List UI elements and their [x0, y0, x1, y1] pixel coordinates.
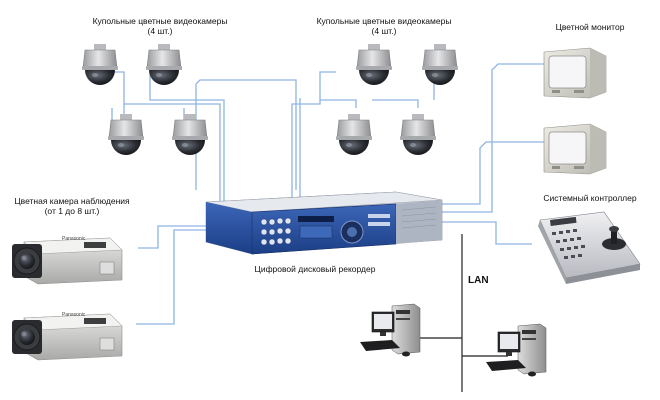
dome-group-right-title: Купольные цветные видеокамеры [316, 16, 452, 26]
dome-camera-left-1 [81, 43, 119, 86]
box-camera-2-brand: Panasonic [62, 312, 86, 318]
color-monitor-1 [543, 47, 607, 99]
box-camera-2 [11, 313, 123, 361]
digital-disk-recorder [205, 191, 443, 255]
color-monitor-label: Цветной монитор [555, 22, 625, 32]
recorder-label: Цифровой дисковый рекордер [254, 264, 376, 274]
dome-camera-left-2 [145, 43, 183, 86]
box-camera-title: Цветная камера наблюдения [14, 196, 130, 206]
dome-group-right-count: (4 шт.) [371, 26, 397, 36]
dome-camera-right-2 [421, 43, 459, 86]
dome-camera-right-1 [355, 43, 393, 86]
dome-group-left-count: (4 шт.) [147, 26, 173, 36]
color-monitor-2 [543, 123, 607, 175]
box-camera-1-brand: Panasonic [62, 236, 86, 242]
dome-group-left-label: Купольные цветные видеокамеры (4 шт.) [80, 16, 240, 36]
dome-camera-right-3 [335, 113, 373, 156]
box-camera-label: Цветная камера наблюдения (от 1 до 8 шт.… [2, 196, 142, 216]
dome-group-right-label: Купольные цветные видеокамеры (4 шт.) [304, 16, 464, 36]
dome-camera-right-4 [399, 113, 437, 156]
lan-label: LAN [468, 275, 489, 286]
system-controller-label: Системный контроллер [543, 193, 637, 203]
box-camera-count: (от 1 до 8 шт.) [44, 206, 100, 216]
lan-computer-1 [359, 303, 421, 357]
dome-camera-left-3 [107, 113, 145, 156]
lan-computer-2 [485, 323, 547, 377]
box-camera-1 [11, 237, 123, 285]
dome-camera-left-4 [171, 113, 209, 156]
dome-group-left-title: Купольные цветные видеокамеры [92, 16, 228, 26]
system-controller [538, 211, 641, 284]
